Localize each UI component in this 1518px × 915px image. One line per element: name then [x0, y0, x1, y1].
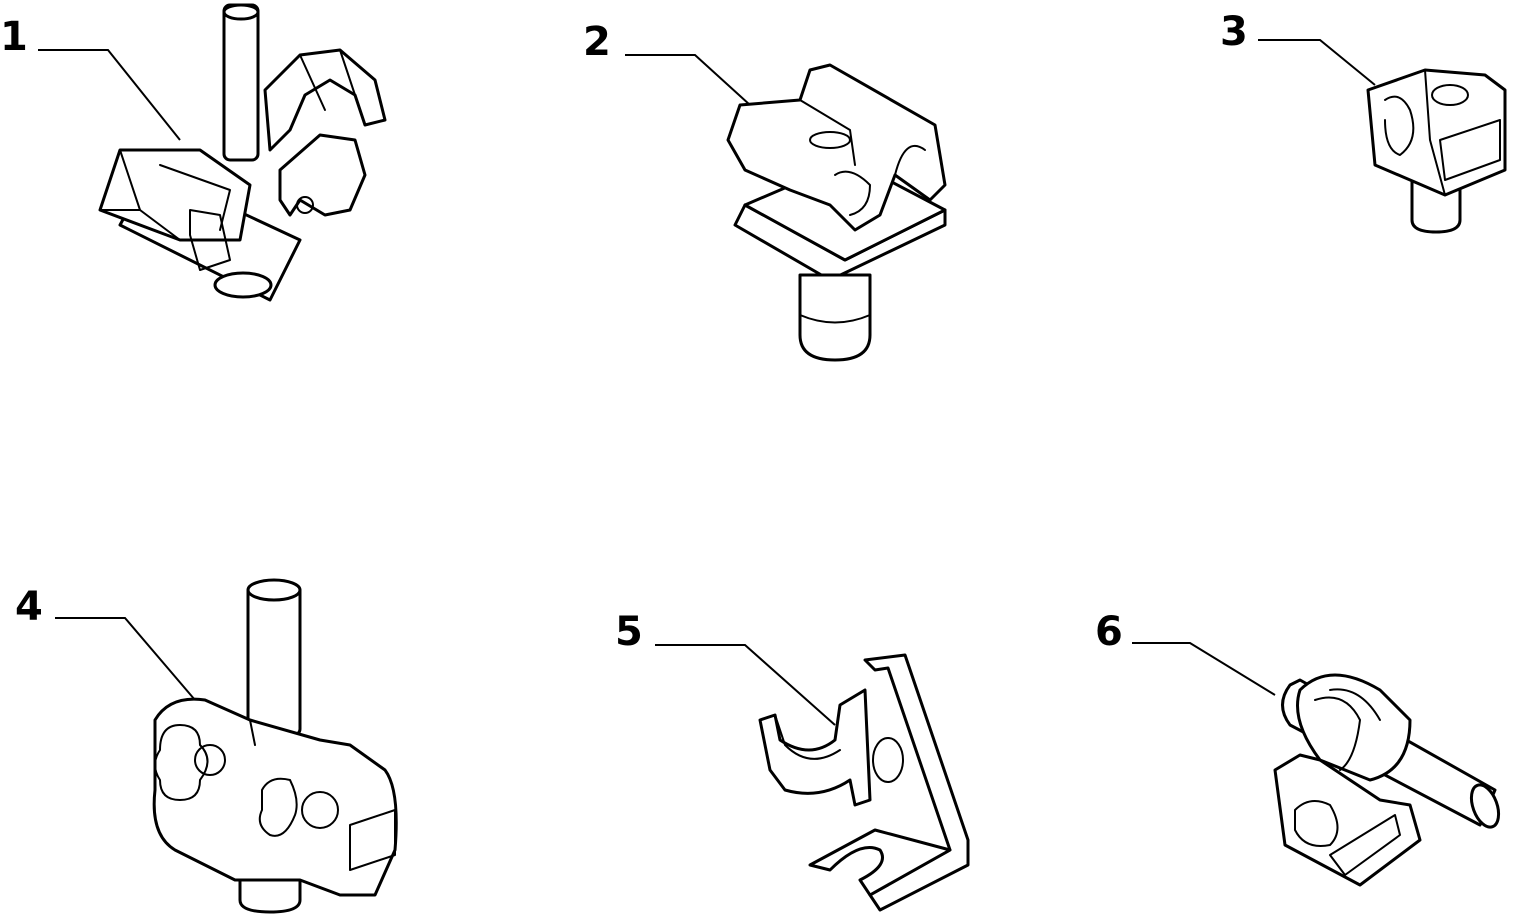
part-1: 1 — [0, 3, 387, 302]
leader-line-4 — [55, 617, 196, 701]
leader-line-1 — [38, 49, 181, 141]
part-6: 6 — [1095, 609, 1501, 887]
callout-5: 5 — [615, 609, 643, 655]
small-pipe-clip-icon — [1366, 68, 1507, 234]
leader-line-5 — [655, 644, 836, 726]
single-pipe-clip-push-fastener-icon — [726, 63, 947, 362]
part-4: 4 — [15, 578, 398, 914]
leader-line-2 — [625, 54, 751, 106]
callout-1: 1 — [0, 14, 28, 60]
part-2: 2 — [583, 19, 947, 362]
part-5: 5 — [615, 609, 970, 912]
twin-pipe-clip-with-pin-icon — [152, 578, 398, 914]
leader-line-3 — [1258, 39, 1376, 86]
callout-4: 4 — [15, 584, 43, 630]
double-pipe-clip-with-stud-icon — [98, 3, 387, 302]
part-3: 3 — [1220, 9, 1507, 234]
callout-6: 6 — [1095, 609, 1123, 655]
bent-bracket-clip-icon — [758, 653, 970, 912]
callout-2: 2 — [583, 19, 611, 65]
leader-line-6 — [1132, 642, 1276, 696]
callout-3: 3 — [1220, 9, 1248, 55]
clip-with-bushing-pin-icon — [1273, 673, 1501, 887]
